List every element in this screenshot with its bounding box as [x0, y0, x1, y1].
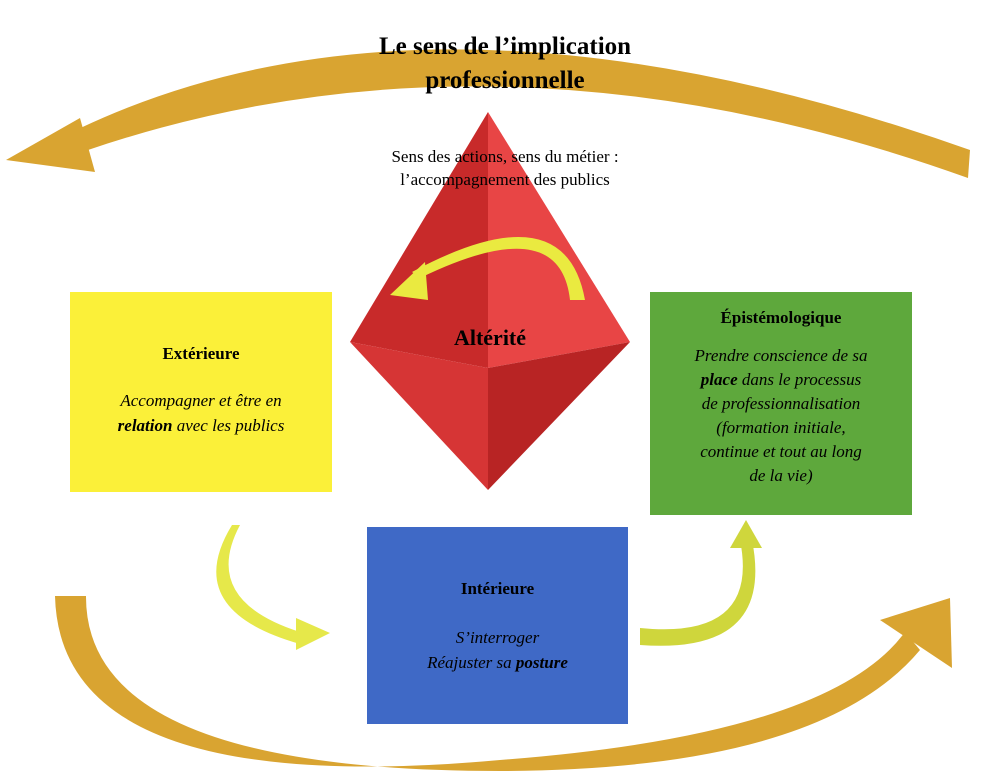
box-exterieure-text: Accompagner et être en relation avec les…: [70, 388, 332, 438]
altérité-cycle-arrow: [412, 236, 585, 300]
title-line-2: professionnelle: [425, 67, 585, 94]
left-small-arrowhead: [296, 618, 330, 650]
red-diamond: [350, 112, 630, 490]
box-epistemologique-line-2-rest: dans le processus: [737, 370, 862, 389]
box-epistemologique-emphasis: place: [700, 370, 738, 389]
altérité-cycle-arrowhead: [390, 262, 428, 300]
center-label: Altérité: [453, 325, 527, 350]
box-epistemologique-line-3: de professionnalisation: [701, 394, 861, 413]
right-small-arrowhead: [730, 520, 762, 548]
subtitle-line-2: l’accompagnement des publics: [400, 170, 610, 189]
box-epistemologique-text: Prendre conscience de sa place dans le p…: [650, 344, 912, 488]
box-interieure-emphasis: posture: [515, 653, 568, 672]
box-interieure-text: S’interroger Réajuster sa posture: [367, 625, 628, 675]
box-epistemologique-line-4: (formation initiale,: [716, 418, 846, 437]
box-epistemologique-line-6: de la vie): [749, 466, 813, 485]
box-interieure-title: Intérieure: [460, 579, 535, 598]
diagram-subtitle: Sens des actions, sens du métier : l’acc…: [320, 145, 690, 191]
top-gold-arrow: [60, 49, 970, 179]
box-exterieure: Extérieure Accompagner et être en relati…: [70, 292, 332, 492]
box-interieure-line-2: Réajuster sa posture: [367, 650, 628, 675]
bottom-gold-arrowhead: [880, 598, 952, 668]
left-small-arrow: [216, 525, 300, 644]
box-exterieure-emphasis: relation: [117, 416, 173, 435]
box-exterieure-line-2: relation avec les publics: [88, 413, 314, 438]
title-line-1: Le sens de l’implication: [378, 33, 632, 60]
box-epistemologique-line-1: Prendre conscience de sa: [694, 346, 868, 365]
subtitle-line-1: Sens des actions, sens du métier :: [391, 147, 619, 166]
box-epistemologique-line-5: continue et tout au long: [700, 442, 862, 461]
right-small-arrow: [640, 540, 756, 646]
box-interieure: Intérieure S’interroger Réajuster sa pos…: [367, 527, 628, 724]
box-epistemologique-title: Épistémologique: [720, 308, 842, 327]
diagram-title: Le sens de l’implication professionnelle: [300, 30, 710, 98]
box-exterieure-line-1: Accompagner et être en: [120, 391, 282, 410]
box-epistemologique-line-2: place dans le processus: [664, 368, 898, 392]
box-interieure-line-1: S’interroger: [455, 628, 540, 647]
box-epistemologique: Épistémologique Prendre conscience de sa…: [650, 292, 912, 515]
box-exterieure-line-2-rest: avec les publics: [172, 416, 285, 435]
box-exterieure-title: Extérieure: [162, 344, 240, 363]
top-gold-arrowhead: [6, 118, 95, 172]
box-interieure-line-2-pre: Réajuster sa: [427, 653, 516, 672]
